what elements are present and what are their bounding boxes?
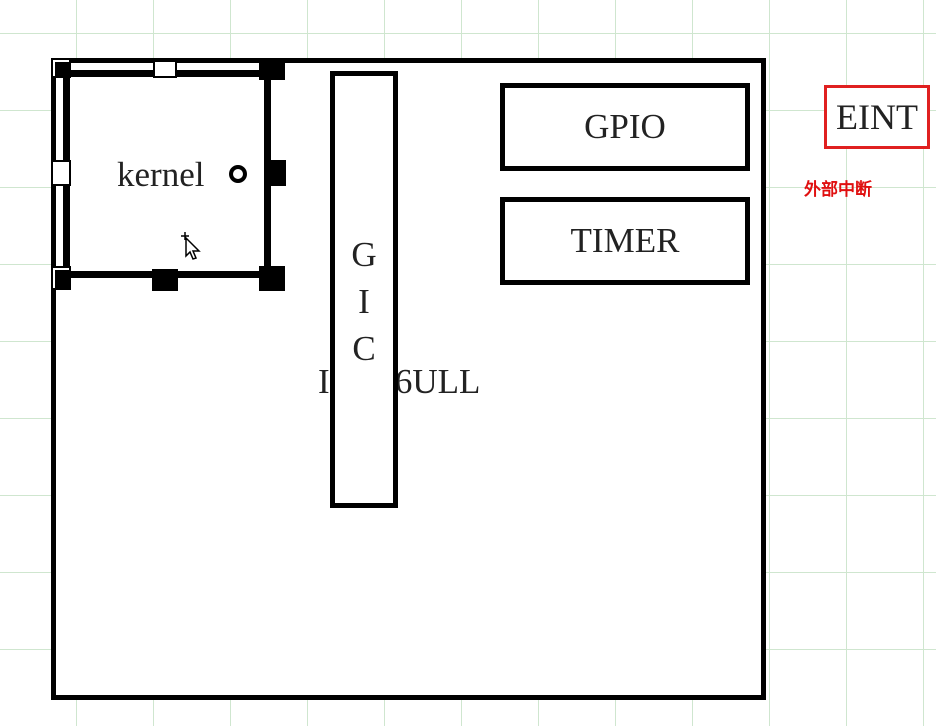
- resize-handle-bottom-right[interactable]: [259, 266, 285, 291]
- resize-handle-top-right[interactable]: [259, 58, 285, 80]
- gic-block[interactable]: G I C: [330, 71, 398, 508]
- kernel-label: kernel: [117, 155, 205, 194]
- gic-letter-c: C: [352, 329, 376, 368]
- eint-note: 外部中断: [804, 180, 872, 200]
- chip-label-prefix-glyph: I: [318, 362, 330, 401]
- chip-label: I.MX6ULL: [394, 362, 481, 401]
- timer-label: TIMER: [570, 221, 680, 260]
- resize-handle-top-left-fill: [55, 62, 69, 76]
- eint-label: EINT: [836, 97, 918, 137]
- resize-handle-bottom[interactable]: [152, 269, 178, 291]
- gic-letter-g: G: [351, 235, 377, 274]
- gpio-label: GPIO: [584, 107, 666, 146]
- gpio-block[interactable]: GPIO: [500, 83, 750, 171]
- rotate-handle-icon[interactable]: [229, 165, 247, 183]
- resize-handle-left[interactable]: [51, 160, 71, 186]
- resize-handle-top[interactable]: [153, 60, 177, 78]
- resize-handle-bottom-left-fill: [55, 270, 69, 288]
- eint-block[interactable]: EINT: [824, 85, 930, 149]
- resize-handle-right[interactable]: [264, 160, 286, 186]
- mouse-cursor-icon: [181, 232, 201, 260]
- timer-block[interactable]: TIMER: [500, 197, 750, 285]
- gic-letter-i: I: [358, 282, 370, 321]
